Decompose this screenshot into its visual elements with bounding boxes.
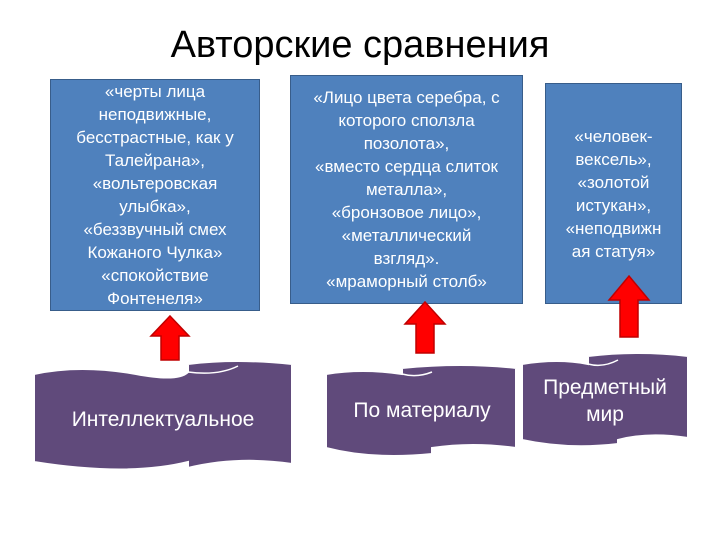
banner-shape [325, 364, 517, 457]
up-arrow-icon [607, 274, 651, 338]
comparison-box-intellectual: «черты лица неподвижные, бесстрастные, к… [50, 79, 260, 311]
page-title: Авторские сравнения [170, 24, 550, 66]
banner-label-objects: Предметный мир [543, 376, 667, 426]
comparison-box-text: «Лицо цвета серебра, с которого сползла … [313, 88, 500, 291]
banner-label-material: По материалу [353, 398, 491, 422]
banner-label-intellectual: Интеллектуальное [71, 407, 255, 431]
up-arrow-icon [149, 314, 191, 361]
up-arrow-icon [403, 300, 447, 354]
comparison-box-material: «Лицо цвета серебра, с которого сползла … [290, 75, 523, 304]
comparison-box-objects: «человек- вексель», «золотой истукан», «… [545, 83, 682, 304]
banner-shape [521, 352, 689, 448]
banner-shape [33, 360, 293, 471]
comparison-box-text: «человек- вексель», «золотой истукан», «… [565, 126, 662, 261]
comparison-box-text: «черты лица неподвижные, бесстрастные, к… [76, 82, 234, 308]
